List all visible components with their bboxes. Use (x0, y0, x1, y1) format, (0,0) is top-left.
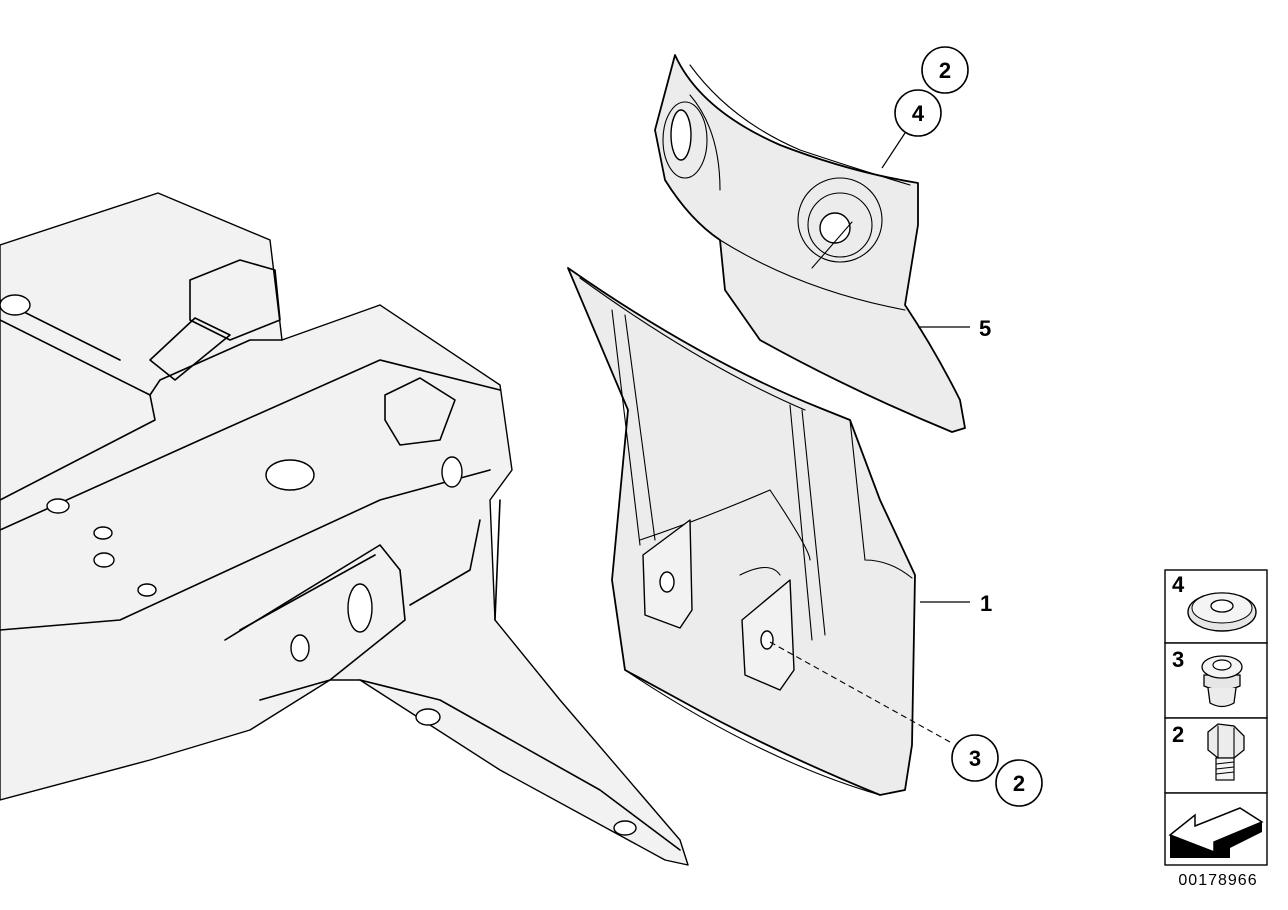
part-5-cover[interactable] (654, 54, 966, 433)
spacer-sleeve-icon (1201, 655, 1243, 708)
hex-bolt-icon (1207, 723, 1245, 781)
legend-item-4[interactable]: 4 (1164, 569, 1268, 644)
callout-bottom-2[interactable]: 2 (995, 759, 1043, 807)
callout-top-2-label: 2 (939, 58, 951, 83)
callout-top-4[interactable]: 4 (894, 89, 942, 137)
legend-panel: 4 3 2 (1164, 569, 1268, 866)
callout-top-2[interactable]: 2 (921, 46, 969, 94)
callout-bottom-2-label: 2 (1013, 771, 1025, 796)
direction-arrow-icon (1168, 807, 1264, 858)
legend-arrow-box (1164, 792, 1268, 866)
rear-frame-illustration (0, 192, 689, 866)
washer-icon (1187, 592, 1257, 632)
callout-bottom-3[interactable]: 3 (951, 734, 999, 782)
part-1-bracket[interactable] (567, 267, 916, 796)
legend-item-3-number: 3 (1172, 647, 1184, 672)
legend-item-2-number: 2 (1172, 722, 1184, 747)
callout-bottom-3-label: 3 (969, 746, 981, 771)
legend-item-3[interactable]: 3 (1164, 642, 1268, 719)
legend-item-4-number: 4 (1172, 572, 1185, 597)
part-label-5[interactable]: 5 (979, 316, 991, 341)
callout-top-4-label: 4 (912, 101, 925, 126)
part-label-1[interactable]: 1 (980, 591, 992, 616)
leader-lines (769, 132, 970, 743)
legend-item-2[interactable]: 2 (1164, 717, 1268, 794)
document-number: 00178966 (1178, 872, 1257, 889)
